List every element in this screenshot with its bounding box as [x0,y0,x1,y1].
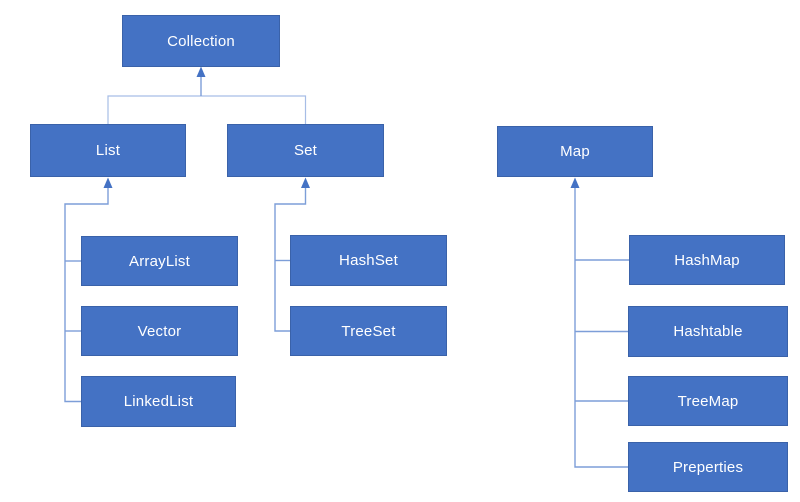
node-linkedlist-label: LinkedList [123,393,194,410]
node-arraylist-label: ArrayList [129,252,190,270]
node-arraylist: ArrayList [81,236,238,286]
node-treeset: TreeSet [290,306,447,356]
node-set-label: Set [293,142,318,159]
node-collection: Collection [122,15,280,67]
node-list: List [30,124,186,177]
node-hashtable-label: Hashtable [673,323,743,340]
node-hashmap: HashMap [629,235,785,285]
map-children-trunk [574,185,628,468]
arrowhead-to-set [301,177,310,188]
node-preperties-label: Preperties [672,458,744,476]
node-set: Set [227,124,384,177]
node-map: Map [497,126,653,177]
node-hashset: HashSet [290,235,447,286]
node-treemap-label: TreeMap [677,392,739,410]
node-collection-label: Collection [167,32,235,50]
node-map-label: Map [560,143,590,160]
arrowhead-to-map [570,177,580,188]
node-preperties: Preperties [628,442,788,492]
node-linkedlist: LinkedList [81,376,236,427]
node-hashmap-label: HashMap [674,251,740,269]
node-vector-label: Vector [137,322,182,340]
arrowhead-to-collection [196,66,206,77]
node-hashset-label: HashSet [339,252,398,269]
arrowhead-to-list [103,177,113,188]
node-treeset-label: TreeSet [341,322,396,340]
node-hashtable: Hashtable [628,306,788,357]
collection-children-bracket [107,95,307,124]
node-vector: Vector [81,306,238,356]
list-children-elbow [64,186,109,403]
node-list-label: List [95,142,121,159]
node-treemap: TreeMap [628,376,788,426]
